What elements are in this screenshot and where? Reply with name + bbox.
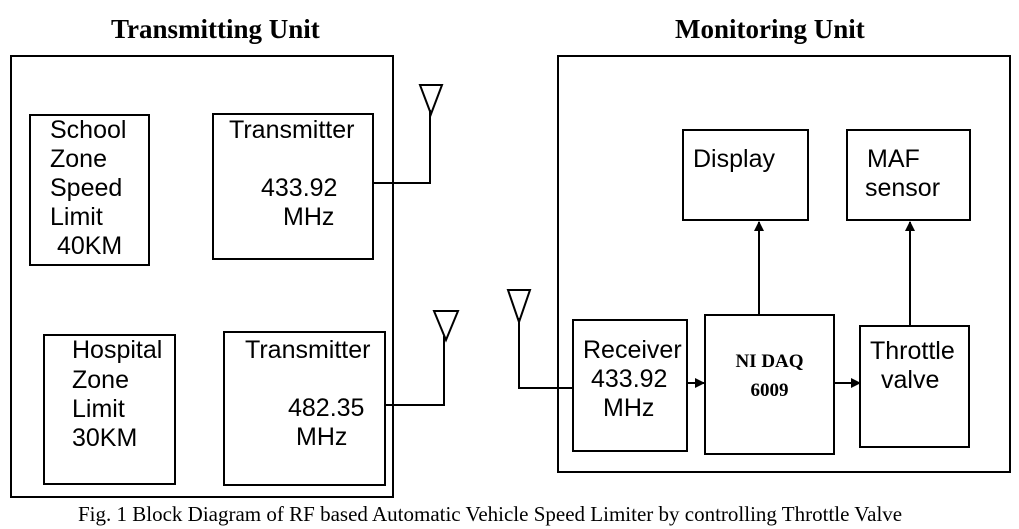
school-zone-line-4: Limit <box>50 203 103 231</box>
transmitter-1-frequency: 433.92 <box>261 174 338 202</box>
display-label: Display <box>693 145 775 173</box>
ni-daq-model: 6009 <box>750 380 789 401</box>
tx1-antenna-wire <box>373 110 431 184</box>
transmitter-2-label: Transmitter <box>245 336 371 364</box>
display-block <box>682 129 809 221</box>
receiver-frequency: 433.92 <box>591 365 668 393</box>
transmitter-2-block <box>223 331 386 486</box>
transmitter-1-unit: MHz <box>283 203 335 231</box>
school-zone-block <box>29 114 150 266</box>
transmitter-2-frequency: 482.35 <box>288 394 365 422</box>
transmitter-2-unit: MHz <box>296 423 348 451</box>
receiver-unit: MHz <box>603 394 655 422</box>
throttle-valve-line-1: Throttle <box>870 337 955 365</box>
hospital-zone-line-4: 30KM <box>72 424 138 452</box>
hospital-zone-line-3: Limit <box>72 395 125 423</box>
receiver-label: Receiver <box>583 336 682 364</box>
throttle-valve-block <box>859 325 970 448</box>
monitoring-unit-title: Monitoring Unit <box>675 14 865 44</box>
hospital-zone-line-1: Hospital <box>72 336 163 364</box>
receiver-block <box>572 319 688 452</box>
school-zone-line-3: Speed <box>50 174 123 202</box>
antenna-2-icon <box>432 310 460 343</box>
antenna-1-icon <box>418 84 444 117</box>
throttle-valve-line-2: valve <box>881 366 940 394</box>
transmitting-unit-frame <box>10 55 394 498</box>
rx-antenna-wire <box>518 318 572 389</box>
hospital-zone-line-2: Zone <box>72 366 129 394</box>
transmitter-1-label: Transmitter <box>229 116 355 144</box>
transmitting-unit-title: Transmitting Unit <box>111 14 320 44</box>
maf-sensor-block <box>846 129 971 221</box>
maf-sensor-line-1: MAF <box>867 145 920 173</box>
hospital-zone-block <box>43 334 176 485</box>
maf-sensor-line-2: sensor <box>865 174 941 202</box>
monitoring-unit-frame <box>557 55 1011 473</box>
tx2-antenna-wire <box>386 336 445 406</box>
school-zone-line-2: Zone <box>50 145 107 173</box>
school-zone-line-1: School <box>50 116 127 144</box>
ni-daq-block <box>704 314 835 455</box>
antenna-3-icon <box>506 289 532 326</box>
transmitter-1-block <box>212 113 374 260</box>
school-zone-line-5: 40KM <box>50 232 123 260</box>
figure-caption: Fig. 1 Block Diagram of RF based Automat… <box>78 502 903 526</box>
ni-daq-label: NI DAQ <box>735 351 804 372</box>
